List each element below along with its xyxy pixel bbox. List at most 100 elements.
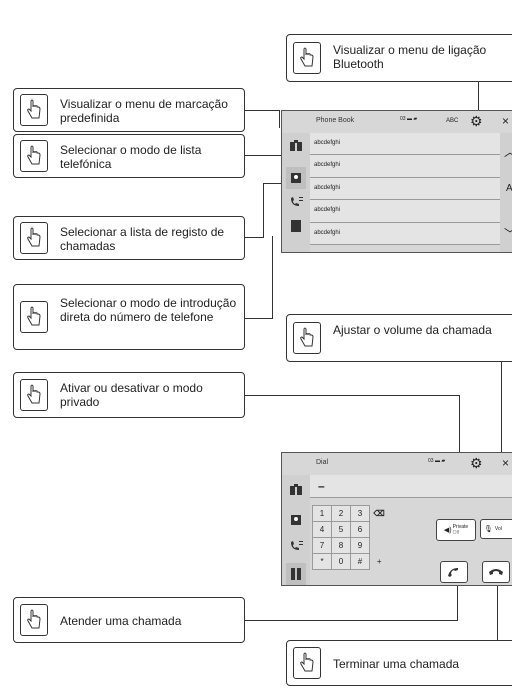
status-indicator: 03 ▬ ▰: [428, 458, 446, 464]
connector-history-v: [263, 183, 264, 238]
answer-call-button[interactable]: [440, 561, 468, 583]
backspace-icon[interactable]: ⌫: [373, 509, 385, 518]
connector-volume-v: [501, 342, 502, 522]
list-item[interactable]: abcdefghi: [310, 222, 500, 245]
dial-keypad: 1 2 3 ⌫ 4 5 6 7 8 9 * 0 # +: [312, 505, 389, 570]
key-6[interactable]: 6: [350, 521, 370, 538]
callout-private: Ativar ou desativar o modo privado: [13, 372, 245, 418]
phonebook-icon[interactable]: [286, 509, 306, 531]
connector-end-v: [497, 582, 498, 640]
speaker-icon: ◀): [443, 527, 452, 534]
hand-pointer-icon: [20, 604, 48, 636]
callout-text-private: Ativar ou desativar o modo privado: [60, 381, 203, 409]
gear-icon[interactable]: ⚙: [470, 455, 483, 471]
key-5[interactable]: 5: [331, 521, 351, 538]
volume-button[interactable]: 🎙 Vol: [480, 519, 512, 539]
callout-text-answer: Atender uma chamada: [60, 614, 182, 628]
call-history-icon[interactable]: [286, 191, 306, 213]
connector-preset-v: [279, 110, 280, 128]
connector-private-h: [245, 395, 459, 396]
list-item[interactable]: abcdefghi: [310, 155, 500, 178]
key-3[interactable]: 3: [350, 505, 370, 522]
scroll-index: ︿ A ﹀: [500, 133, 512, 252]
callout-answer: Atender uma chamada: [13, 597, 245, 643]
key-0[interactable]: 0: [331, 553, 351, 570]
key-2[interactable]: 2: [331, 505, 351, 522]
callout-text-bluetooth: Visualizar o menu de ligação Bluetooth: [333, 43, 487, 71]
connector-history-h2: [263, 183, 281, 184]
callout-phonebook: Selecionar o modo de lista telefónica: [13, 134, 245, 178]
contact-list: abcdefghi abcdefghi abcdefghi abcdefghi …: [310, 133, 500, 252]
mode-sidebar: [282, 133, 310, 252]
hand-pointer-icon: [20, 379, 48, 411]
list-item[interactable]: abcdefghi: [310, 133, 500, 156]
screen-title: Phone Book: [316, 117, 355, 124]
callout-preset: Visualizar o menu de marcação predefinid…: [13, 88, 245, 132]
index-letter[interactable]: A: [506, 183, 512, 194]
hand-pointer-icon: [20, 222, 48, 254]
hand-pointer-icon: [293, 647, 321, 679]
callout-text-direct: Selecionar o modo de introdução direta d…: [60, 296, 237, 324]
blank-cell: [370, 522, 389, 538]
callout-history: Selecionar a lista de registo de chamada…: [13, 216, 245, 260]
dial-screen: Dial 03 ▬ ▰ ⚙ × – 1 2 3 ⌫ 4 5 6 7 8 9: [281, 452, 512, 586]
key-plus[interactable]: +: [376, 557, 382, 566]
key-hash[interactable]: #: [350, 553, 370, 570]
private-state: Off: [452, 530, 460, 536]
phone-answer-icon: [448, 568, 458, 577]
preset-dial-icon[interactable]: [286, 479, 306, 501]
key-8[interactable]: 8: [331, 537, 351, 554]
list-item[interactable]: abcdefghi: [310, 177, 500, 201]
close-icon[interactable]: ×: [502, 114, 510, 128]
key-star[interactable]: *: [312, 553, 332, 570]
callout-text-preset: Visualizar o menu de marcação predefinid…: [60, 97, 228, 125]
callout-direct: Selecionar o modo de introdução direta d…: [13, 284, 245, 350]
gear-icon[interactable]: ⚙: [470, 113, 483, 129]
number-entry[interactable]: –: [310, 475, 512, 498]
private-label: Private: [452, 524, 469, 530]
callout-volume: Ajustar o volume da chamada: [286, 314, 512, 362]
hand-pointer-icon: [20, 301, 48, 333]
status-indicator: 03 ▬ ▰: [400, 116, 418, 122]
callout-text-phonebook: Selecionar o modo de lista telefónica: [60, 143, 202, 171]
list-item[interactable]: abcdefghi: [310, 200, 500, 223]
phone-hangup-icon: [489, 569, 503, 575]
connector-bluetooth: [478, 82, 479, 116]
chevron-down-icon[interactable]: ﹀: [504, 225, 512, 242]
title-bar: Phone Book 03 ▬ ▰ ABC ⚙ ×: [282, 111, 512, 133]
keypad-icon[interactable]: [286, 215, 306, 237]
entry-text: –: [318, 479, 325, 493]
chevron-up-icon[interactable]: ︿: [504, 143, 512, 160]
hand-pointer-icon: [293, 42, 321, 74]
callout-text-volume: Ajustar o volume da chamada: [333, 323, 492, 337]
key-1[interactable]: 1: [312, 505, 332, 522]
preset-dial-icon[interactable]: [286, 135, 306, 157]
key-9[interactable]: 9: [350, 537, 370, 554]
connector-answer-v: [457, 582, 458, 621]
close-icon[interactable]: ×: [502, 456, 510, 470]
callout-text-end: Terminar uma chamada: [333, 657, 460, 671]
hand-pointer-icon: [20, 140, 48, 172]
connector-history-h: [245, 237, 263, 238]
end-call-button[interactable]: [482, 561, 510, 583]
screen-title: Dial: [316, 459, 329, 466]
microphone-icon: 🎙: [484, 526, 493, 533]
connector-answer-h: [245, 620, 457, 621]
abc-label: ABC: [446, 118, 459, 124]
key-7[interactable]: 7: [312, 537, 332, 554]
callout-end: Terminar uma chamada: [286, 640, 512, 686]
phonebook-screen: Phone Book 03 ▬ ▰ ABC ⚙ × abcdefghi abcd…: [281, 110, 512, 253]
connector-direct-v: [272, 236, 273, 319]
hand-pointer-icon: [293, 322, 321, 354]
connector-phonebook: [245, 155, 281, 156]
vol-label: Vol: [494, 526, 502, 532]
callout-bluetooth: Visualizar o menu de ligação Bluetooth: [286, 34, 512, 82]
private-mode-button[interactable]: ◀) Private Off: [436, 519, 476, 541]
callout-text-history: Selecionar a lista de registo de chamada…: [60, 225, 225, 253]
keypad-icon[interactable]: [286, 563, 306, 585]
call-history-icon[interactable]: [286, 535, 306, 557]
phonebook-icon[interactable]: [286, 167, 306, 189]
key-4[interactable]: 4: [312, 521, 332, 538]
hand-pointer-icon: [20, 94, 48, 126]
connector-preset-h: [245, 110, 279, 111]
